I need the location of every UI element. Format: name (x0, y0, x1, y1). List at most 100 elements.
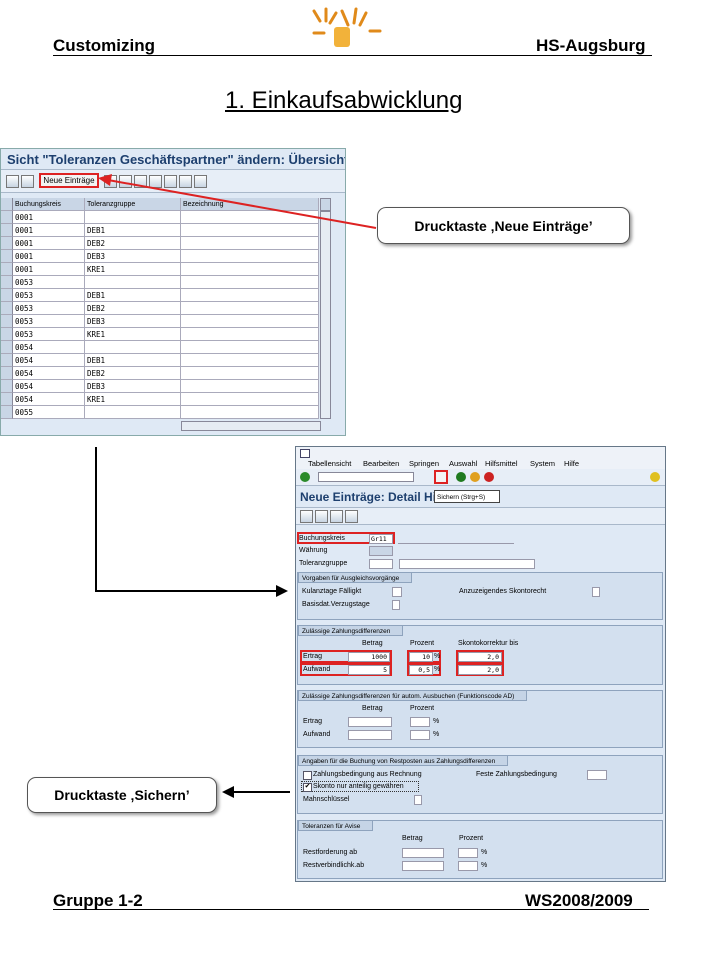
page-navigation-icons[interactable] (566, 472, 646, 482)
menu-system[interactable]: System (530, 459, 556, 468)
cell-buchungskreis[interactable]: 0053 (13, 315, 85, 328)
cell-bezeichnung[interactable] (181, 224, 319, 237)
row-selector[interactable] (1, 237, 13, 250)
cell-toleranzgruppe[interactable]: DEB3 (85, 380, 181, 393)
cell-toleranzgruppe[interactable] (85, 211, 181, 224)
aufwand-betrag-field[interactable] (348, 730, 392, 740)
cell-buchungskreis[interactable]: 0001 (13, 263, 85, 276)
row-selector[interactable] (1, 406, 13, 419)
row-selector[interactable] (1, 302, 13, 315)
restverbindlichkeit-betrag-field[interactable] (402, 861, 444, 871)
toleranzgruppe-text-field[interactable] (399, 559, 535, 569)
command-field[interactable] (318, 472, 414, 482)
cell-buchungskreis[interactable]: 0001 (13, 250, 85, 263)
row-selector[interactable] (1, 341, 13, 354)
cell-buchungskreis[interactable]: 0054 (13, 393, 85, 406)
cell-buchungskreis[interactable]: 0054 (13, 341, 85, 354)
cell-toleranzgruppe[interactable]: DEB1 (85, 224, 181, 237)
cell-toleranzgruppe[interactable]: KRE1 (85, 393, 181, 406)
ertrag-betrag-field[interactable] (348, 717, 392, 727)
menu-hilfe[interactable]: Hilfe (564, 459, 580, 468)
save-button[interactable] (434, 470, 448, 484)
toleranzgruppe-field[interactable] (369, 559, 393, 569)
row-selector[interactable] (1, 393, 13, 406)
menu-tabellensicht[interactable]: Tabellensicht (308, 459, 352, 468)
restforderung-betrag-field[interactable] (402, 848, 444, 858)
enter-icon[interactable] (300, 472, 310, 482)
cell-bezeichnung[interactable] (181, 289, 319, 302)
restverbindlichkeit-prozent-field[interactable] (458, 861, 478, 871)
row-selector[interactable] (1, 276, 13, 289)
cell-buchungskreis[interactable]: 0054 (13, 354, 85, 367)
vertical-scrollbar[interactable] (320, 211, 331, 419)
select-all-icon[interactable] (164, 175, 177, 188)
row-selector[interactable] (1, 315, 13, 328)
aufwand-prozent-field[interactable] (410, 730, 430, 740)
cancel-icon[interactable] (484, 472, 494, 482)
system-menu-icon[interactable] (300, 449, 310, 458)
cell-toleranzgruppe[interactable]: DEB1 (85, 354, 181, 367)
copy-icon[interactable] (330, 510, 343, 523)
cell-toleranzgruppe[interactable] (85, 341, 181, 354)
cell-bezeichnung[interactable] (181, 237, 319, 250)
ertrag-betrag-field[interactable]: 1000 (348, 652, 390, 662)
cell-bezeichnung[interactable] (181, 276, 319, 289)
cell-bezeichnung[interactable] (181, 354, 319, 367)
table-row[interactable]: 0053 (1, 276, 319, 289)
change-icon[interactable] (300, 510, 313, 523)
menu-springen[interactable]: Springen (409, 459, 440, 468)
cell-toleranzgruppe[interactable]: DEB3 (85, 315, 181, 328)
select-block-icon[interactable] (194, 175, 207, 188)
cell-buchungskreis[interactable]: 0055 (13, 406, 85, 419)
row-selector[interactable] (1, 354, 13, 367)
table-row[interactable]: 0055 (1, 406, 319, 419)
cell-toleranzgruppe[interactable] (85, 406, 181, 419)
exit-icon[interactable] (470, 472, 480, 482)
buchungskreis-field[interactable]: Gr11 (369, 534, 393, 544)
row-selector[interactable] (1, 367, 13, 380)
cell-bezeichnung[interactable] (181, 302, 319, 315)
aufwand-korr-field[interactable]: 2,0 (458, 665, 502, 675)
delete-icon[interactable] (345, 510, 358, 523)
cell-bezeichnung[interactable] (181, 406, 319, 419)
skontorecht-field[interactable] (592, 587, 600, 597)
table-settings-icon[interactable] (320, 198, 331, 211)
print-find-icons[interactable] (502, 472, 554, 482)
cell-buchungskreis[interactable]: 0001 (13, 211, 85, 224)
row-selector[interactable] (1, 250, 13, 263)
cell-bezeichnung[interactable] (181, 393, 319, 406)
display-icon[interactable] (21, 175, 34, 188)
cell-toleranzgruppe[interactable]: KRE1 (85, 328, 181, 341)
cell-bezeichnung[interactable] (181, 328, 319, 341)
save-as-icon[interactable] (315, 510, 328, 523)
cell-buchungskreis[interactable]: 0001 (13, 237, 85, 250)
menu-hilfsmittel[interactable]: Hilfsmittel (485, 459, 518, 468)
mahnschluessel-field[interactable] (414, 795, 422, 805)
cell-toleranzgruppe[interactable]: DEB1 (85, 289, 181, 302)
cell-buchungskreis[interactable]: 0054 (13, 367, 85, 380)
back-icon[interactable] (456, 472, 466, 482)
cell-buchungskreis[interactable]: 0053 (13, 302, 85, 315)
kulanztage-field[interactable] (392, 587, 402, 597)
cell-buchungskreis[interactable]: 0054 (13, 380, 85, 393)
help-icon[interactable] (650, 472, 660, 482)
row-selector[interactable] (1, 289, 13, 302)
waehrung-field[interactable] (369, 546, 393, 556)
aufwand-prozent-field[interactable]: 0,5 (409, 665, 433, 675)
skonto-anteilig-checkbox[interactable]: ✔ (303, 783, 312, 792)
table-row[interactable]: 0054 (1, 341, 319, 354)
ertrag-korr-field[interactable]: 2,0 (458, 652, 502, 662)
cell-toleranzgruppe[interactable]: DEB2 (85, 237, 181, 250)
cell-bezeichnung[interactable] (181, 263, 319, 276)
aufwand-betrag-field[interactable]: 5 (348, 665, 390, 675)
zahlungsbedingung-checkbox[interactable] (303, 771, 312, 780)
feste-zahlungsbedingung-field[interactable] (587, 770, 607, 780)
cell-toleranzgruppe[interactable]: KRE1 (85, 263, 181, 276)
change-icon[interactable] (6, 175, 19, 188)
cell-bezeichnung[interactable] (181, 380, 319, 393)
